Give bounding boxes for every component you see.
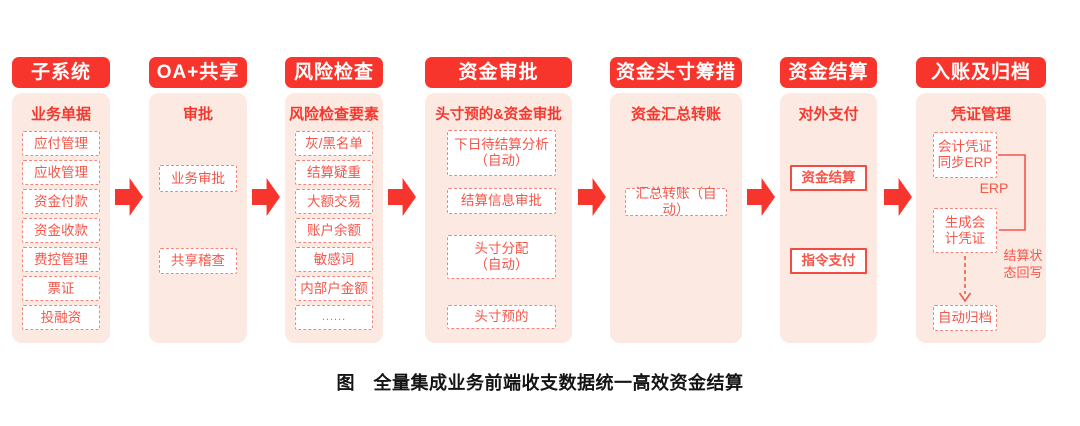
flow-item: 灰/黑名单 — [295, 131, 373, 156]
stage-column-fund-position-raising: 资金头寸筹措资金汇总转账汇总转账（自动） — [610, 57, 742, 343]
flow-item: 指令支付 — [790, 248, 867, 274]
flow-item: 内部户金额 — [295, 276, 373, 301]
flow-item: 资金结算 — [790, 165, 867, 191]
stage-panel-fund-approval: 头寸预的&资金审批下日待结算分析 （自动） 结算信息审批头寸分配 （自动） 头寸预的 — [425, 93, 572, 343]
flow-item: 结算信息审批 — [447, 188, 556, 214]
stage-badge-entry-and-archive: 入账及归档 — [916, 57, 1046, 88]
erp-label: ERP — [979, 180, 1009, 196]
flow-arrow — [388, 178, 416, 216]
flow-item: 共享稽查 — [159, 248, 237, 274]
flow-item: 资金付款 — [22, 189, 100, 214]
flow-item: 票证 — [22, 276, 100, 301]
stage-title: 对外支付 — [798, 106, 859, 123]
flow-item: 自动归档 — [933, 305, 997, 331]
flow-item: 下日待结算分析 （自动） — [447, 130, 556, 176]
stage-column-fund-settlement: 资金结算对外支付资金结算指令支付 — [780, 57, 877, 343]
flow-item: 应收管理 — [22, 160, 100, 185]
stage-badge-fund-approval: 资金审批 — [425, 57, 572, 88]
flow-item: 会计凭证 同步ERP — [933, 132, 997, 178]
flow-item: 结算疑重 — [295, 160, 373, 185]
flow-arrow — [747, 178, 775, 216]
stage-panel-entry-and-archive: 凭证管理会计凭证 同步ERP 生成会 计凭证自动归档 ERP 结算状 态回写 — [916, 93, 1046, 343]
stage-title: 风险检查要素 — [288, 106, 379, 123]
flow-item: 应付管理 — [22, 131, 100, 156]
flow-arrow — [884, 178, 912, 216]
stage-title: 业务单据 — [30, 106, 91, 123]
stage-title: 凭证管理 — [950, 106, 1011, 123]
stage-panel-fund-settlement: 对外支付资金结算指令支付 — [780, 93, 877, 343]
flow-arrow — [252, 178, 280, 216]
flow-item: ...... — [295, 305, 373, 330]
stage-panel-subsystem: 业务单据应付管理应收管理资金付款资金收款费控管理票证投融资 — [12, 93, 110, 343]
flow-item: 大额交易 — [295, 189, 373, 214]
flow-item: 费控管理 — [22, 247, 100, 272]
stage-column-risk-check: 风险检查风险检查要素灰/黑名单结算疑重大额交易账户余额敏感词内部户金额.....… — [285, 57, 383, 343]
stage-column-oa-sharing: OA+共享审批业务审批共享稽查 — [149, 57, 247, 343]
stage-column-subsystem: 子系统业务单据应付管理应收管理资金付款资金收款费控管理票证投融资 — [12, 57, 110, 343]
flow-item: 头寸分配 （自动） — [447, 235, 556, 279]
flow-item: 资金收款 — [22, 218, 100, 243]
status-writeback-label: 结算状 态回写 — [1003, 248, 1043, 280]
diagram-caption: 图 全量集成业务前端收支数据统一高效资金结算 — [336, 373, 744, 393]
stage-badge-fund-settlement: 资金结算 — [780, 57, 877, 88]
stage-title: 头寸预的&资金审批 — [435, 107, 562, 123]
flow-item: 账户余额 — [295, 218, 373, 243]
flow-item: 头寸预的 — [447, 305, 556, 329]
stage-title: 审批 — [182, 106, 213, 123]
stage-column-fund-approval: 资金审批头寸预的&资金审批下日待结算分析 （自动） 结算信息审批头寸分配 （自动）… — [425, 57, 572, 343]
stage-panel-oa-sharing: 审批业务审批共享稽查 — [149, 93, 247, 343]
stage-badge-fund-position-raising: 资金头寸筹措 — [610, 57, 742, 88]
stage-column-entry-and-archive: 入账及归档凭证管理会计凭证 同步ERP 生成会 计凭证自动归档 ERP 结算状 态… — [916, 57, 1046, 343]
flow-item: 生成会 计凭证 — [933, 208, 997, 253]
stage-panel-fund-position-raising: 资金汇总转账汇总转账（自动） — [610, 93, 742, 343]
stage-badge-oa-sharing: OA+共享 — [149, 57, 247, 88]
stage-panel-risk-check: 风险检查要素灰/黑名单结算疑重大额交易账户余额敏感词内部户金额...... — [285, 93, 383, 343]
stage-badge-subsystem: 子系统 — [12, 57, 110, 88]
stage-title: 资金汇总转账 — [630, 106, 721, 123]
flow-item: 汇总转账（自动） — [625, 186, 727, 217]
stage-badge-risk-check: 风险检查 — [285, 57, 383, 88]
flow-item: 投融资 — [22, 305, 100, 330]
flow-item: 业务审批 — [159, 165, 237, 192]
flow-arrow — [115, 178, 143, 216]
flow-arrow — [578, 178, 606, 216]
flow-item: 敏感词 — [295, 247, 373, 272]
